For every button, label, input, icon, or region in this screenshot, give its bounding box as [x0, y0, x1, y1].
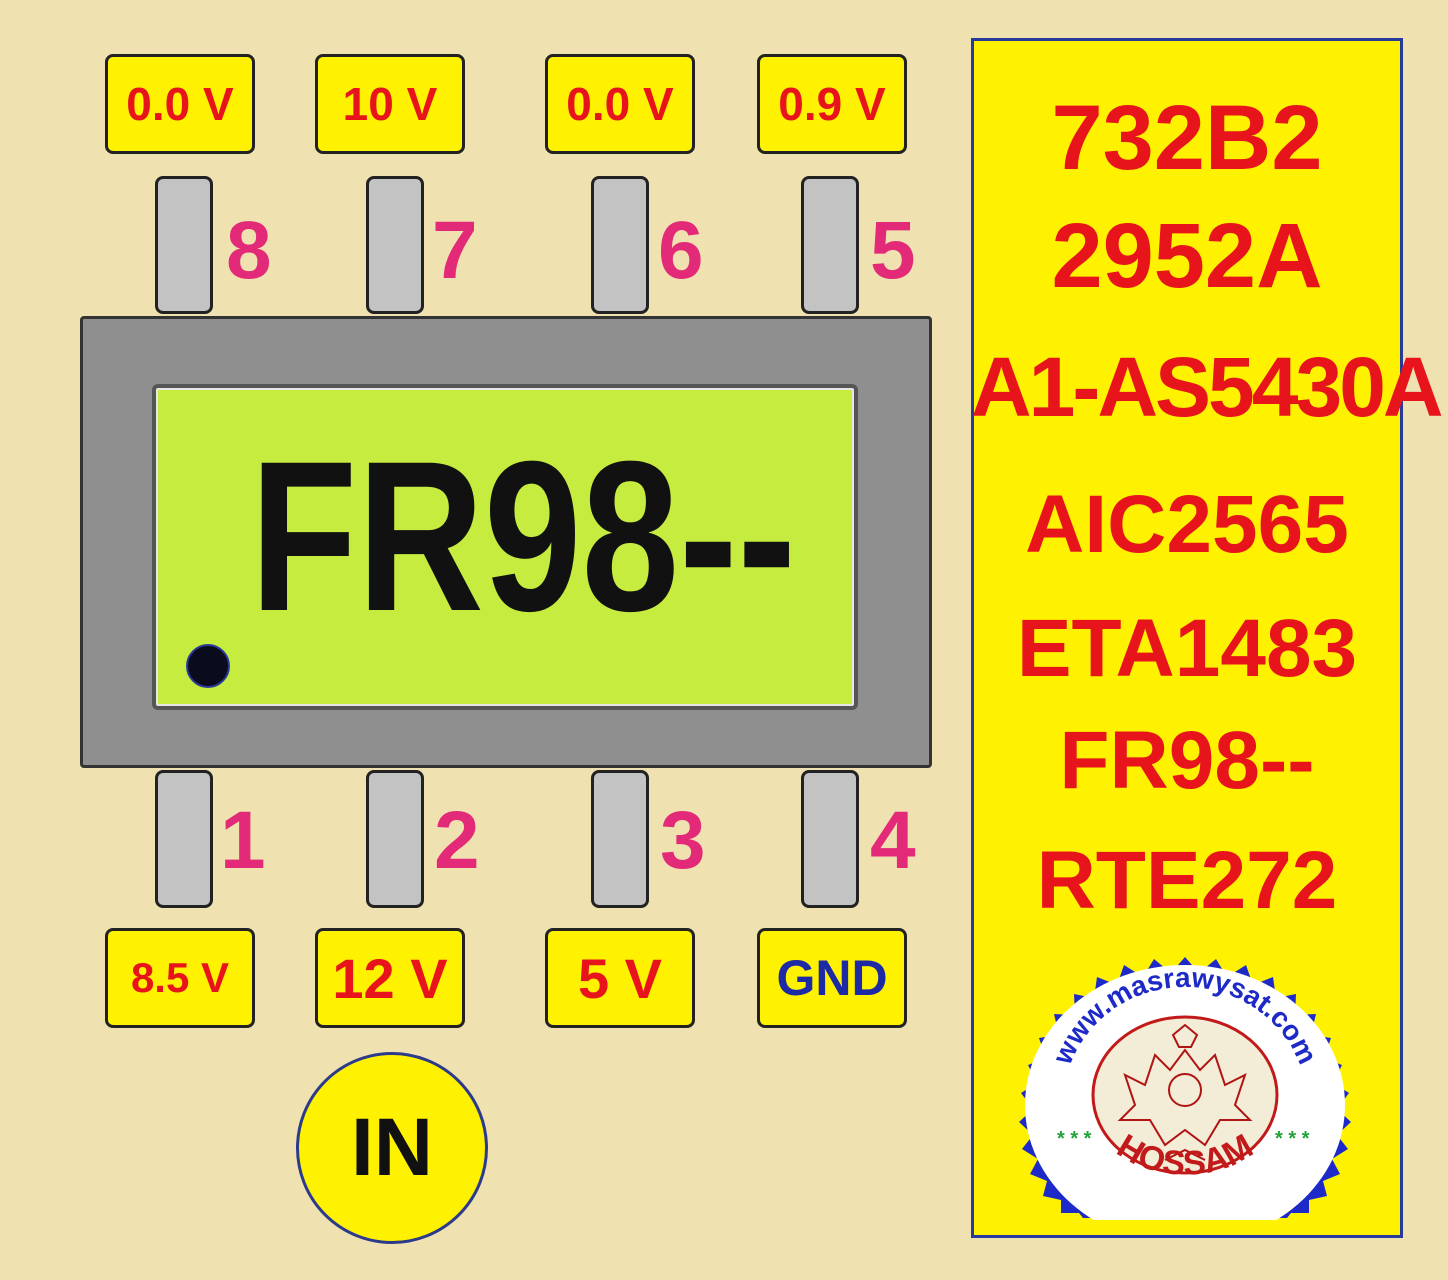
part-number: A1-AS5430A	[971, 340, 1444, 434]
pin2-voltage-label: 12 V	[315, 928, 465, 1028]
chip-face	[152, 384, 858, 710]
pin3-voltage-label: 5 V	[545, 928, 695, 1028]
pin-8	[155, 176, 213, 314]
input-label: IN	[351, 1102, 433, 1193]
pin1-indicator-dot	[186, 644, 230, 688]
pin-number-8: 8	[226, 205, 272, 296]
pin-number-7: 7	[432, 205, 478, 296]
pin-7	[366, 176, 424, 314]
pin6-voltage-label: 0.0 V	[545, 54, 695, 154]
pin-6	[591, 176, 649, 314]
part-number: AIC2565	[1025, 479, 1349, 570]
pin-number-3: 3	[660, 795, 706, 886]
pin4-ground-label: GND	[757, 928, 907, 1028]
chip-marking: FR98--	[250, 417, 796, 656]
pin-number-1: 1	[220, 795, 266, 886]
pin-number-4: 4	[870, 795, 916, 886]
pin1-voltage-label: 8.5 V	[105, 928, 255, 1028]
part-number: FR98--	[1059, 715, 1315, 806]
hossam-seal-logo: www.masrawysat.com HOSSAM * * * * * *	[1019, 957, 1351, 1220]
seal-stars-left: * * *	[1057, 1128, 1092, 1150]
pin8-voltage-label: 0.0 V	[105, 54, 255, 154]
input-marker: IN	[296, 1052, 488, 1244]
pin-2	[366, 770, 424, 908]
part-number: 732B2	[1051, 87, 1323, 189]
pin-1	[155, 770, 213, 908]
pin-number-2: 2	[434, 795, 480, 886]
seal-stars-right: * * *	[1275, 1128, 1310, 1150]
part-number: 2952A	[1051, 205, 1323, 307]
double-eagle-emblem-icon	[1117, 1023, 1253, 1161]
pin-5	[801, 176, 859, 314]
pin5-voltage-label: 0.9 V	[757, 54, 907, 154]
part-number: RTE272	[1036, 835, 1338, 926]
pin-4	[801, 770, 859, 908]
part-number: ETA1483	[1016, 603, 1358, 694]
pin-number-6: 6	[658, 205, 704, 296]
pin-number-5: 5	[870, 205, 916, 296]
pin7-voltage-label: 10 V	[315, 54, 465, 154]
pin-3	[591, 770, 649, 908]
